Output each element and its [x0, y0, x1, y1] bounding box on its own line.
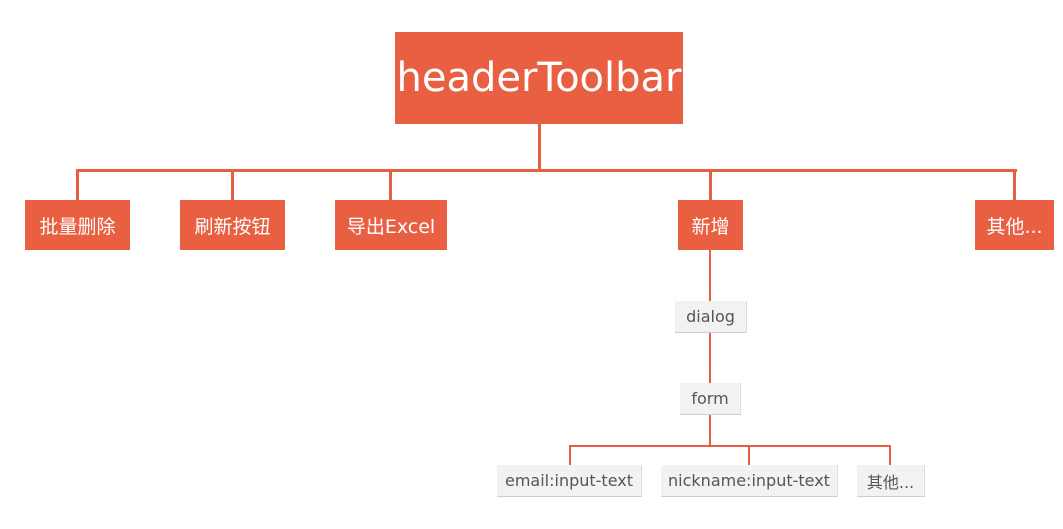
edge-to-refresh	[231, 169, 234, 200]
edge-root-stem	[538, 123, 541, 171]
edge-add-to-dialog	[709, 249, 711, 301]
node-export-excel: 导出Excel	[335, 200, 447, 250]
node-export-excel-label: 导出Excel	[346, 215, 436, 238]
node-add: 新增	[678, 200, 743, 250]
root-node-label: headerToolbar	[396, 55, 682, 101]
node-email-field: email:input-text	[497, 465, 642, 497]
node-form: form	[680, 383, 741, 415]
edge-to-email-field	[569, 445, 571, 465]
node-other-field-label: 其他...	[866, 472, 915, 492]
edge-to-other	[1013, 169, 1016, 200]
node-other-field: 其他...	[857, 465, 925, 497]
edge-to-batch-delete	[76, 169, 79, 200]
node-form-label: form	[691, 389, 729, 408]
edge-to-nickname-field	[748, 445, 750, 465]
node-batch-delete-label: 批量删除	[39, 215, 116, 238]
edge-to-add	[709, 169, 712, 200]
node-nickname-field: nickname:input-text	[661, 465, 838, 497]
node-add-label: 新增	[691, 215, 730, 238]
node-refresh-button: 刷新按钮	[180, 200, 285, 250]
edge-form-stem	[709, 414, 711, 446]
edge-level1-bus	[76, 169, 1017, 172]
root-node: headerToolbar	[395, 32, 683, 124]
node-refresh-button-label: 刷新按钮	[194, 215, 271, 238]
edge-dialog-to-form	[709, 332, 711, 384]
node-other: 其他...	[975, 200, 1054, 250]
node-dialog: dialog	[675, 301, 747, 333]
node-dialog-label: dialog	[686, 307, 735, 326]
node-nickname-field-label: nickname:input-text	[668, 471, 830, 490]
node-batch-delete: 批量删除	[25, 200, 130, 250]
edge-to-export-excel	[389, 169, 392, 200]
node-email-field-label: email:input-text	[504, 471, 634, 490]
edge-fields-bus	[569, 445, 891, 447]
node-other-label: 其他...	[986, 215, 1043, 238]
edge-to-other-field	[889, 445, 891, 465]
